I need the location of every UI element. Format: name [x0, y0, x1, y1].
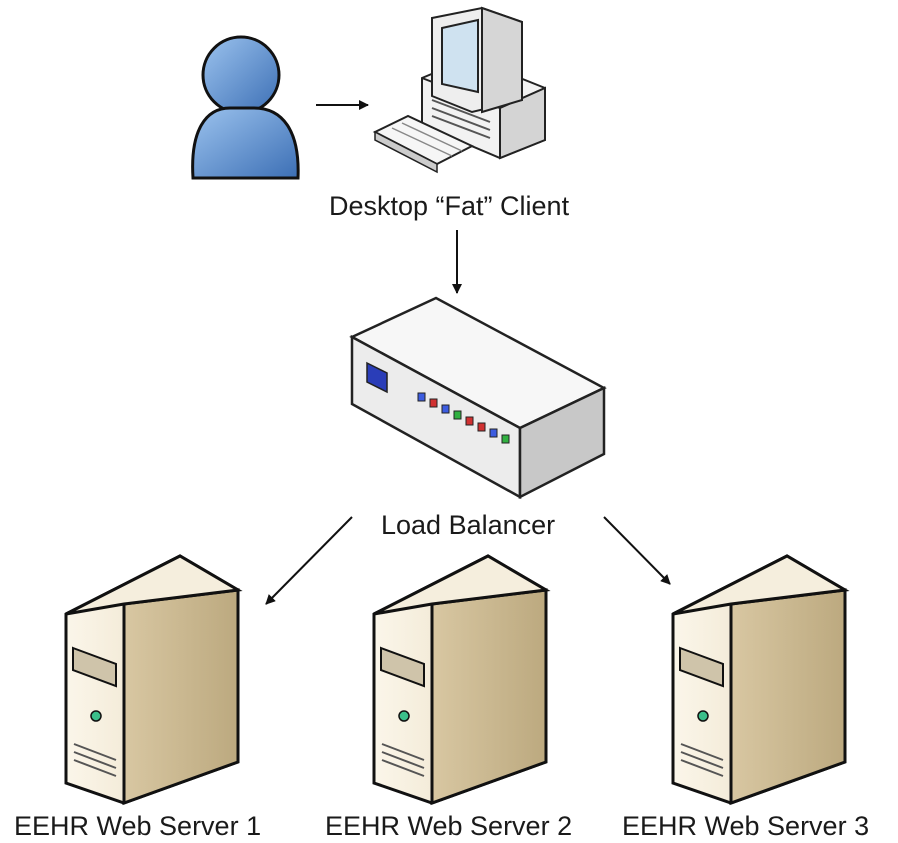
load-balancer-icon — [349, 296, 607, 500]
server-tower-icon — [372, 554, 551, 806]
server-tower-icon — [64, 554, 243, 806]
client-label: Desktop “Fat” Client — [329, 191, 570, 221]
user-icon — [191, 35, 300, 180]
server-tower-icon — [671, 554, 850, 806]
load-balancer-label: Load Balancer — [381, 510, 556, 540]
arrow-lb-to-server-1 — [265, 516, 353, 605]
server-3-label: EEHR Web Server 3 — [622, 811, 870, 841]
arrow-lb-to-server-3 — [603, 516, 671, 585]
desktop-computer-icon — [372, 6, 546, 174]
server-2-label: EEHR Web Server 2 — [325, 811, 573, 841]
server-1-label: EEHR Web Server 1 — [14, 811, 262, 841]
